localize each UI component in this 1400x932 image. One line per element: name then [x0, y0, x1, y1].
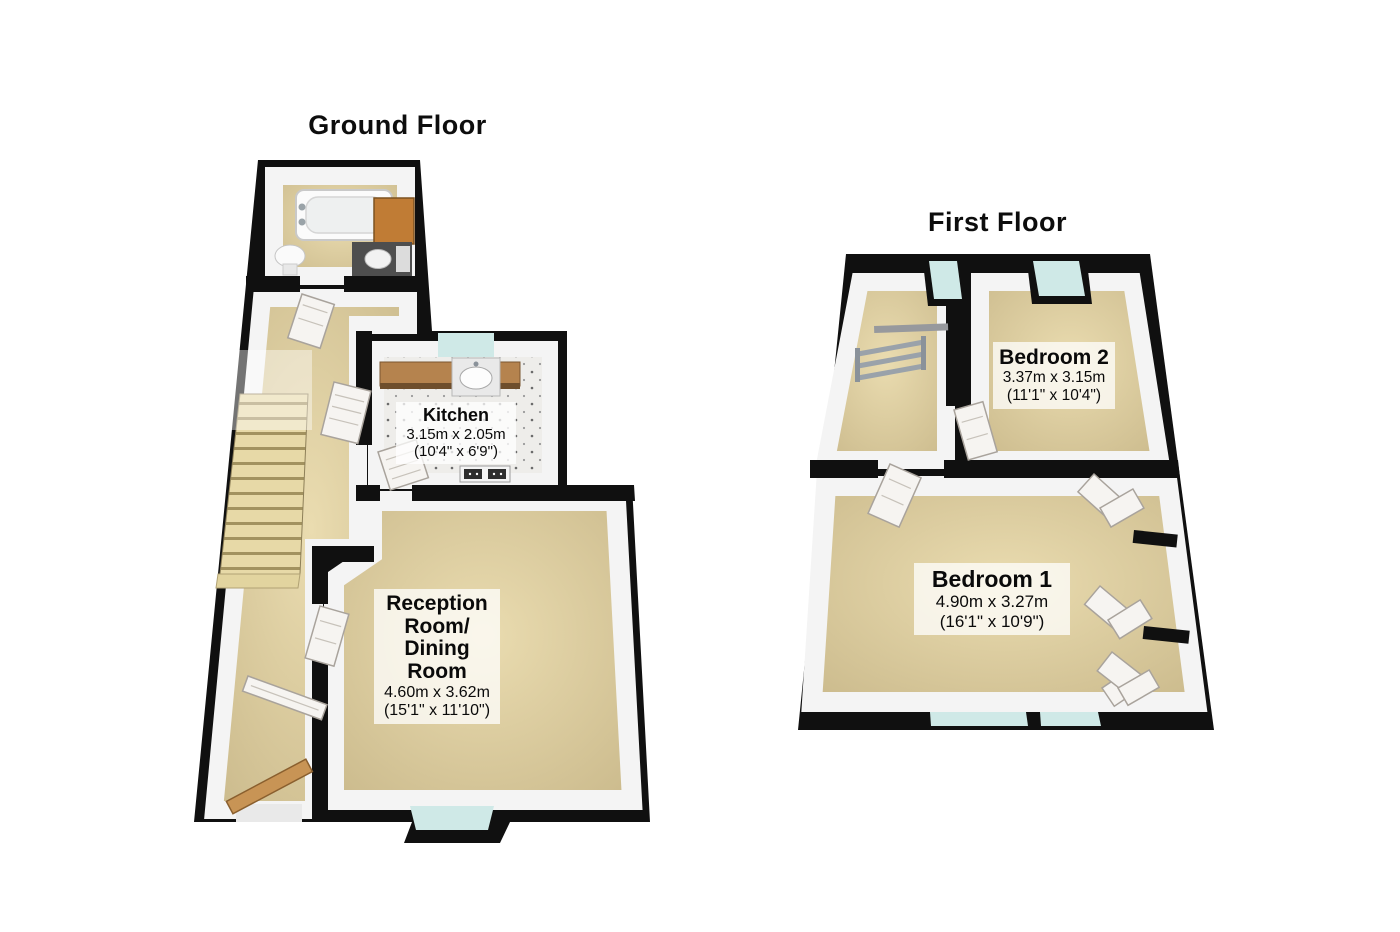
reception-room-label: Reception Room/ Dining Room 4.60m x 3.62…: [374, 589, 500, 725]
reception-room-name: Reception Room/ Dining Room: [386, 592, 488, 684]
bedroom1-label: Bedroom 1 4.90m x 3.27m (16'1" x 10'9"): [914, 563, 1070, 636]
kitchen-size-imperial: (10'4" x 6'9"): [414, 443, 498, 461]
reception-bay-window: [410, 806, 494, 830]
reception-door: [304, 605, 350, 668]
first-floor-plan: [798, 254, 1214, 730]
reception-size-metric: 4.60m x 3.62m: [384, 683, 490, 701]
bedroom2-label: Bedroom 2 3.37m x 3.15m (11'1" x 10'4"): [993, 342, 1115, 409]
bedroom1-size-metric: 4.90m x 3.27m: [935, 592, 1049, 612]
reception-size-imperial: (15'1" x 11'10"): [383, 702, 491, 720]
bedroom2-window: [1026, 254, 1092, 304]
ground-floor-interior-walls: [246, 276, 635, 822]
kitchen-label: Kitchen 3.15m x 2.05m (10'4" x 6'9"): [396, 402, 516, 465]
toilet-icon: [352, 242, 412, 276]
hall-radiator-icon: [241, 675, 328, 721]
ground-floor-plan: [194, 160, 650, 843]
bedroom1-window-right: [1040, 712, 1101, 726]
kitchen-name: Kitchen: [422, 405, 489, 425]
kitchen-size-metric: 3.15m x 2.05m: [406, 425, 506, 443]
hob-icon: [459, 465, 511, 483]
kitchen-counter-icon: [379, 357, 521, 397]
wardrobe-doors-icon: [1076, 472, 1161, 707]
bedroom2-name: Bedroom 2: [999, 346, 1109, 369]
bedroom2-size-metric: 3.37m x 3.15m: [1002, 369, 1106, 387]
bedroom1-size-imperial: (16'1" x 10'9"): [939, 611, 1045, 631]
bedroom1-window-left: [930, 712, 1028, 726]
stair-railing-icon: [855, 323, 949, 382]
bedroom1-door: [867, 463, 923, 529]
kitchen-window: [438, 333, 494, 357]
front-door-icon: [225, 758, 314, 815]
kitchen-sink-icon: [459, 366, 493, 390]
kitchen-door: [320, 381, 372, 445]
bathroom-door: [286, 293, 336, 350]
ground-floor-title: Ground Floor: [308, 110, 487, 140]
stair-bulkhead: [202, 350, 312, 430]
bathroom-cabinet-icon: [373, 197, 415, 245]
first-floor-title: First Floor: [928, 207, 1067, 237]
bedroom2-door: [953, 400, 999, 461]
wash-basin-icon: [274, 244, 306, 276]
front-door-opening: [236, 804, 302, 822]
bedroom1-name: Bedroom 1: [931, 566, 1053, 592]
landing-window: [922, 254, 968, 306]
bath-icon: [295, 189, 393, 241]
bedroom2-size-imperial: (11'1" x 10'4"): [1006, 386, 1102, 404]
staircase: [202, 350, 312, 589]
